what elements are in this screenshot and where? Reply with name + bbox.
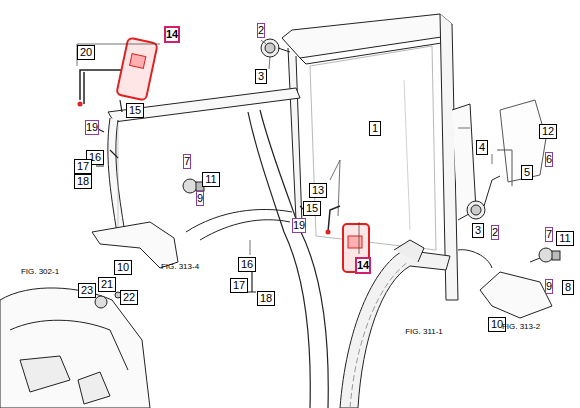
figure-reference: FIG. 302-1 xyxy=(21,267,59,276)
callout-number: 9 xyxy=(545,279,553,294)
callout-number: 7 xyxy=(183,154,191,169)
callout-number: 2 xyxy=(257,23,265,38)
callout-number: 7 xyxy=(545,227,553,242)
callout-number: 3 xyxy=(255,69,267,84)
callout-number: 22 xyxy=(120,290,138,305)
callout-number: 12 xyxy=(539,124,557,139)
callout-number: 10 xyxy=(114,260,132,275)
callout-number: 15 xyxy=(126,103,144,118)
callout-number: 23 xyxy=(78,283,96,298)
callout-number: 3 xyxy=(472,223,484,238)
callout-number: 2 xyxy=(491,225,499,240)
callout-number: 11 xyxy=(202,172,219,187)
callout-number: 17 xyxy=(74,159,92,174)
figure-reference: FIG. 313-2 xyxy=(502,322,540,331)
figure-reference: FIG. 313-4 xyxy=(161,262,199,271)
callout-number: 1 xyxy=(369,121,381,136)
callout-number: 11 xyxy=(556,231,573,246)
callout-number: 18 xyxy=(257,291,275,306)
callout-number: 18 xyxy=(74,174,92,189)
callout-number: 13 xyxy=(309,183,327,198)
callout-number: 14 xyxy=(355,257,371,274)
callout-number: 20 xyxy=(77,45,95,60)
callout-number: 8 xyxy=(562,280,574,295)
callout-number: 19 xyxy=(85,120,99,135)
callout-number: 21 xyxy=(98,277,116,292)
callout-number: 16 xyxy=(238,257,256,272)
figure-reference: FIG. 311-1 xyxy=(405,327,443,336)
callout-number: 15 xyxy=(303,201,321,216)
callout-number: 17 xyxy=(230,278,248,293)
callout-number: 9 xyxy=(196,191,204,206)
callout-number: 14 xyxy=(164,26,180,43)
callout-number: 6 xyxy=(545,152,553,167)
callout-number: 4 xyxy=(476,140,488,155)
callout-number: 5 xyxy=(521,165,533,180)
callout-number: 19 xyxy=(292,218,306,233)
